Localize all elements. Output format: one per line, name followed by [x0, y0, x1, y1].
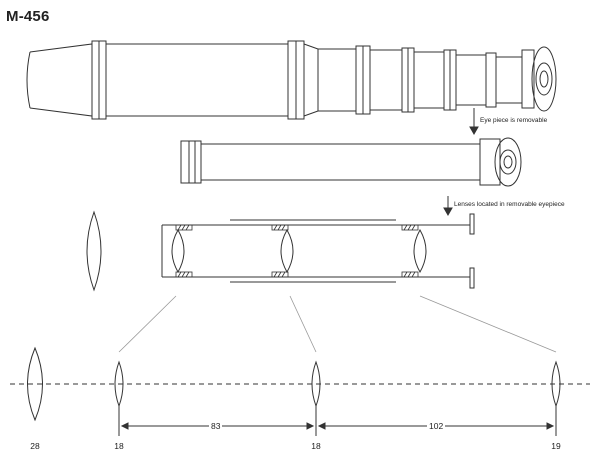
objective-lens-detached	[86, 210, 102, 292]
lens-label-third: 19	[551, 441, 561, 451]
eyepiece-cross-section	[161, 213, 475, 289]
dimension-second-spacing: 102	[427, 421, 446, 431]
lens-label-objective: 28	[30, 441, 40, 451]
lens-label-first: 18	[114, 441, 124, 451]
lens-label-second: 18	[311, 441, 321, 451]
model-title: M-456	[6, 8, 50, 25]
note-eyepiece-removable: Eye piece is removable	[480, 117, 548, 124]
dimension-first-spacing: 83	[209, 421, 223, 431]
optical-schematic	[10, 346, 590, 436]
eyepiece-tube	[180, 137, 522, 187]
telescope-extended	[26, 40, 557, 120]
note-lenses-location: Lenses located in removable eyepiece	[454, 201, 565, 208]
